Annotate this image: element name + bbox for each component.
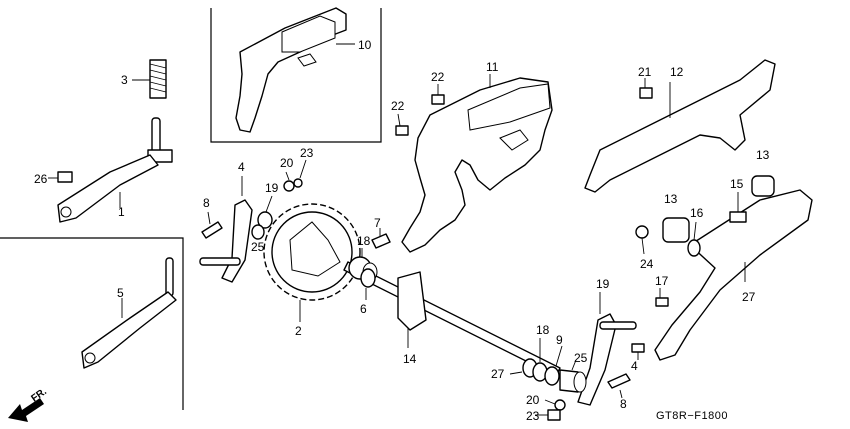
washer-18-left — [360, 268, 376, 300]
lower-bracket — [654, 189, 813, 361]
bolts-22 — [395, 84, 445, 136]
shift-arm-right — [577, 292, 637, 406]
callout-27: 27 — [742, 290, 756, 304]
callout-5: 5 — [117, 286, 124, 300]
washer-16 — [687, 221, 701, 257]
pin-8-right — [607, 373, 631, 399]
callout-27: 27 — [491, 367, 505, 381]
direction-label: FR. — [29, 386, 49, 404]
bolt-21 — [639, 78, 653, 99]
callout-21: 21 — [638, 65, 652, 79]
spring — [132, 59, 167, 99]
chain-case-upper — [235, 7, 355, 133]
callout-20: 20 — [280, 156, 294, 170]
shift-lever-lower — [81, 257, 177, 369]
callout-8: 8 — [203, 196, 210, 210]
washer-25-left — [251, 224, 265, 240]
washer-19-left — [257, 195, 273, 229]
bolt-17 — [371, 228, 391, 249]
bolt-26 — [48, 171, 73, 183]
callout-16: 16 — [690, 206, 704, 220]
nut-20-bottom — [544, 399, 566, 411]
callout-13: 13 — [664, 192, 678, 206]
callout-15: 15 — [730, 177, 744, 191]
shift-lever-upper — [57, 117, 173, 223]
callout-23: 23 — [526, 409, 540, 423]
callout-22: 22 — [391, 99, 405, 113]
callout-22: 22 — [431, 70, 445, 84]
callout-19: 19 — [596, 277, 610, 291]
callout-7: 7 — [374, 216, 381, 230]
callout-18: 18 — [357, 234, 371, 248]
right-collar-set — [509, 338, 587, 393]
callout-23: 23 — [300, 146, 314, 160]
shaft — [343, 261, 561, 377]
callout-2: 2 — [295, 324, 302, 338]
nut-23-top — [293, 159, 307, 188]
callout-6: 6 — [360, 302, 367, 316]
callout-18: 18 — [536, 323, 550, 337]
frame-lines — [0, 8, 382, 410]
callout-25: 25 — [251, 240, 265, 254]
callout-13: 13 — [756, 148, 770, 162]
callout-19: 19 — [265, 181, 279, 195]
bolt-15 — [729, 192, 747, 223]
callout-1: 1 — [118, 205, 125, 219]
callout-11: 11 — [486, 60, 499, 74]
callout-12: 12 — [670, 65, 684, 79]
nut-23-bottom — [535, 409, 561, 421]
callout-25: 25 — [574, 351, 588, 365]
callout-9: 9 — [556, 333, 563, 347]
callout-20: 20 — [526, 393, 540, 407]
chain-guide-blocks — [662, 175, 775, 243]
callout-17: 17 — [655, 274, 669, 288]
bolts-27 — [631, 288, 669, 360]
pin-8-left — [201, 211, 223, 239]
callout-14: 14 — [403, 352, 417, 366]
diagram-code: GT8R−F1800 — [656, 410, 728, 422]
nut-24 — [635, 225, 649, 255]
callout-24: 24 — [640, 257, 654, 271]
callout-3: 3 — [121, 73, 128, 87]
nut-20-top — [283, 171, 295, 192]
callout-26: 26 — [34, 172, 48, 186]
sprocket — [263, 203, 361, 322]
callout-4: 4 — [238, 160, 245, 174]
shift-arm-left — [199, 176, 253, 283]
callout-10: 10 — [358, 38, 372, 52]
chain-guard-rail — [584, 59, 776, 193]
front-direction-arrow: FR. — [8, 386, 49, 422]
callout-4: 4 — [631, 359, 638, 373]
chain-case-middle — [401, 74, 553, 253]
callout-8: 8 — [620, 397, 627, 411]
